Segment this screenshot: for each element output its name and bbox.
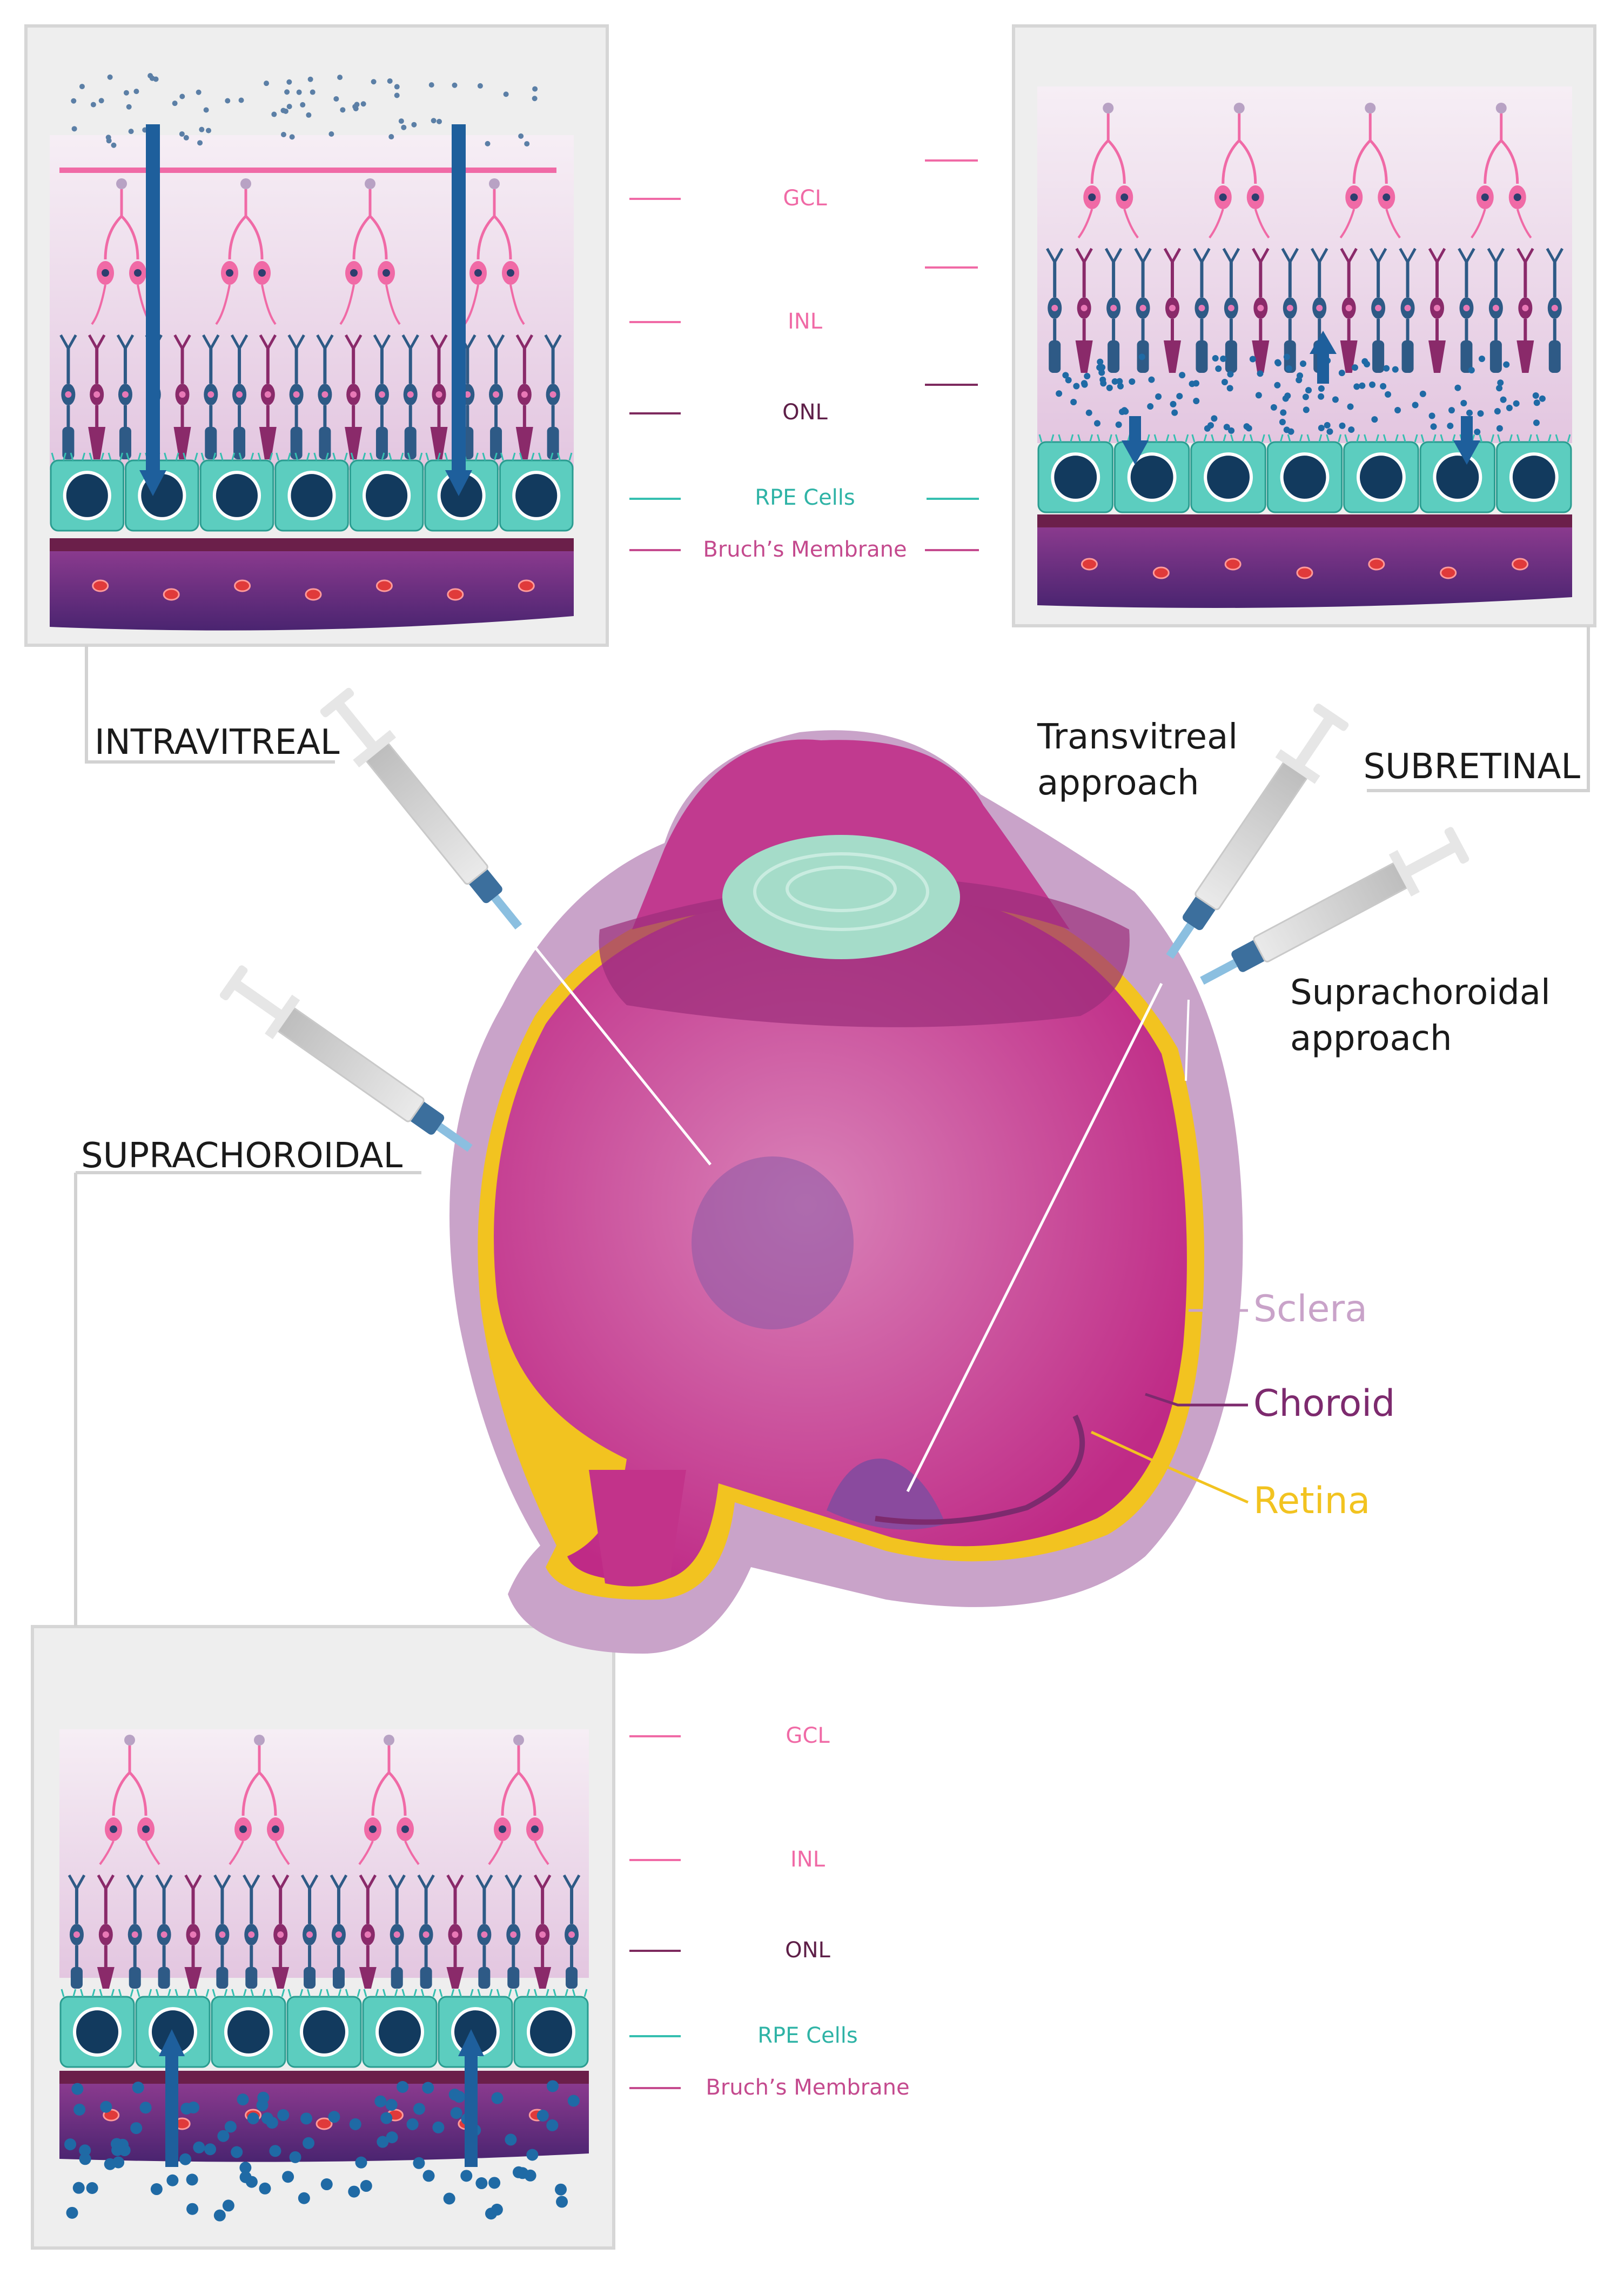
label-sclera: Sclera [1253, 1288, 1367, 1330]
choroid-line [875, 1414, 1085, 1525]
label-transvitreal-approach-line1: Transvitreal [1037, 717, 1238, 757]
rpe-layer [1037, 434, 1572, 513]
label-onl: ONL [782, 400, 828, 425]
label-retina: Retina [1253, 1480, 1370, 1522]
ganglion-soma [1233, 103, 1245, 113]
syringe-transvitreal [1166, 704, 1349, 959]
intravitreal-bolus [692, 1156, 854, 1329]
panel-subretinal [1012, 24, 1596, 627]
label-suprachoroidal-approach-line1: Suprachoroidal [1290, 973, 1551, 1013]
photoreceptors [68, 1874, 581, 1989]
ganglion-cells [91, 178, 525, 325]
connectors [74, 626, 1590, 1627]
label-onl: ONL [785, 1938, 830, 1963]
title-subretinal: SUBRETINAL [1363, 747, 1580, 787]
ganglion-cells [1077, 103, 1532, 239]
ganglion-soma [489, 178, 500, 189]
subretinal-arrows [1122, 331, 1480, 465]
label-suprachoroidal-approach-line2: approach [1290, 1019, 1452, 1059]
layer-legend-bottom: GCL INL ONL RPE Cells Bruch’s Membrane [629, 1723, 910, 2100]
ganglion-cells [99, 1735, 549, 1865]
label-gcl: GCL [786, 1723, 830, 1748]
label-gcl: GCL [783, 186, 827, 211]
intravitreal-needle-track [528, 939, 712, 1166]
label-bruchs-membrane: Bruch’s Membrane [706, 2075, 909, 2100]
vitreous-particles [71, 73, 538, 148]
ganglion-soma [513, 1735, 524, 1745]
syringe-suprachoroidal-right [1200, 827, 1469, 985]
rpe-layer [59, 1989, 589, 2068]
subretinal-bleb [827, 1459, 945, 1530]
ganglion-soma [365, 178, 375, 189]
panel-intravitreal [24, 24, 609, 647]
label-rpe-cells: RPE Cells [757, 2023, 858, 2048]
suprachoroidal-particles [64, 2080, 580, 2222]
eyeball [449, 730, 1243, 1654]
red-blood-cells [1081, 558, 1529, 579]
ganglion-soma [384, 1735, 394, 1745]
label-transvitreal-approach-line2: approach [1037, 763, 1199, 803]
label-bruchs-membrane: Bruch’s Membrane [703, 537, 907, 562]
label-rpe-cells: RPE Cells [755, 485, 855, 510]
suprachoroidal-needle-track [1185, 999, 1190, 1081]
suprachoroidal-arrows [159, 2029, 484, 2167]
ganglion-soma [1365, 103, 1376, 113]
ganglion-soma [1495, 103, 1507, 113]
bruchs-membrane-band [50, 538, 574, 551]
photoreceptors [1046, 248, 1563, 373]
ganglion-soma [124, 1735, 135, 1745]
intravitreal-arrows [139, 124, 472, 496]
ganglion-soma [240, 178, 251, 189]
rpe-layer [50, 452, 574, 532]
label-inl: INL [788, 309, 823, 334]
syringe-suprachoroidal-left [219, 965, 473, 1152]
ganglion-soma [116, 178, 127, 189]
optic-nerve [589, 1470, 686, 1587]
title-suprachoroidal: SUPRACHOROIDAL [81, 1136, 402, 1176]
photoreceptors [59, 334, 562, 459]
lens [722, 835, 960, 959]
ganglion-soma [254, 1735, 265, 1745]
syringe-intravitreal [320, 687, 522, 930]
label-inl: INL [790, 1847, 826, 1872]
label-choroid: Choroid [1253, 1382, 1395, 1425]
ganglion-soma [1103, 103, 1114, 113]
layer-legend-top: GCL INL ONL RPE Cells Bruch’s Membrane [629, 159, 979, 562]
title-intravitreal: INTRAVITREAL [95, 723, 340, 762]
panel-suprachoroidal [31, 1625, 615, 2250]
transvitreal-needle-track [906, 982, 1163, 1493]
red-blood-cells [92, 579, 535, 601]
eye-layer-labels: Sclera Choroid Retina [1090, 1288, 1395, 1522]
